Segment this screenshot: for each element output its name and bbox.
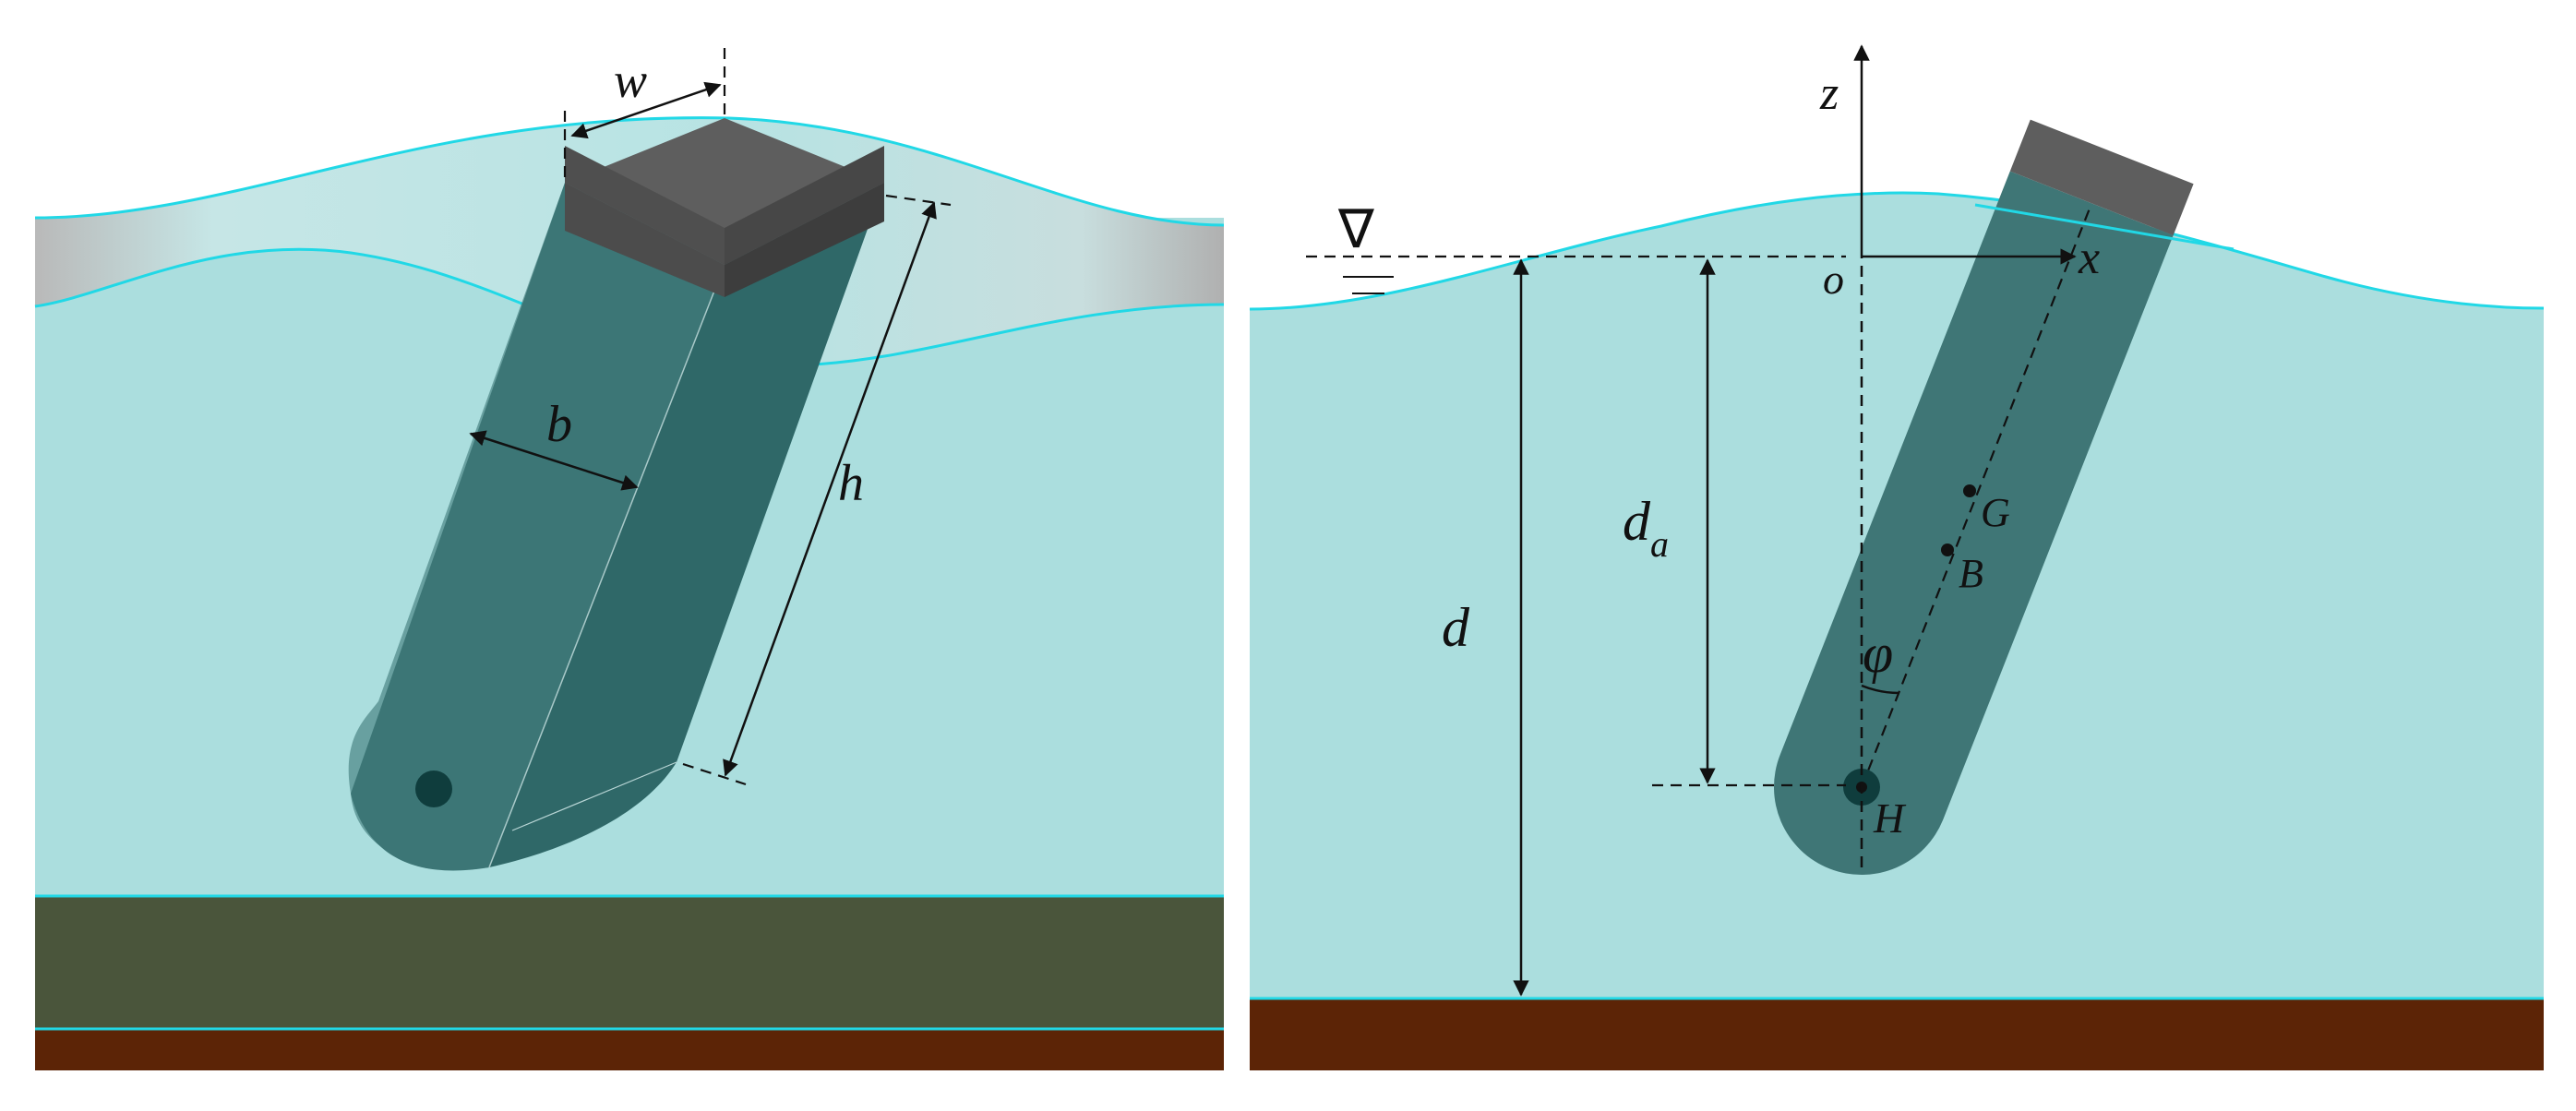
axis-label-z: z <box>1819 67 1839 120</box>
left-panel: w b h <box>34 48 1225 1070</box>
label-B: B <box>1959 551 1983 596</box>
axis-label-x: x <box>2078 232 2100 284</box>
left-flap-top <box>565 118 884 265</box>
origin-label: o <box>1823 256 1844 303</box>
label-b: b <box>546 396 572 453</box>
label-da: da <box>1623 491 1669 565</box>
label-d: d <box>1442 597 1470 658</box>
right-flap-top <box>2009 119 2194 236</box>
left-seabed <box>35 1029 1224 1070</box>
right-panel: H G B z x o ∇ d da φ <box>1249 44 2545 1070</box>
left-flap-rounded-end <box>348 183 725 869</box>
label-da-subscript: a <box>1650 523 1669 565</box>
left-hinge <box>415 771 452 807</box>
point-B <box>1941 544 1954 556</box>
label-w: w <box>614 53 647 108</box>
label-H: H <box>1873 794 1907 842</box>
right-flap <box>1774 119 2194 875</box>
label-G: G <box>1981 490 2010 535</box>
left-sediment-layer <box>35 896 1224 1029</box>
label-phi: φ <box>1863 623 1893 684</box>
still-water-level-symbol: ∇ <box>1337 197 1374 260</box>
label-h: h <box>838 455 864 512</box>
point-G <box>1963 484 1976 497</box>
right-seabed <box>1250 998 2544 1070</box>
